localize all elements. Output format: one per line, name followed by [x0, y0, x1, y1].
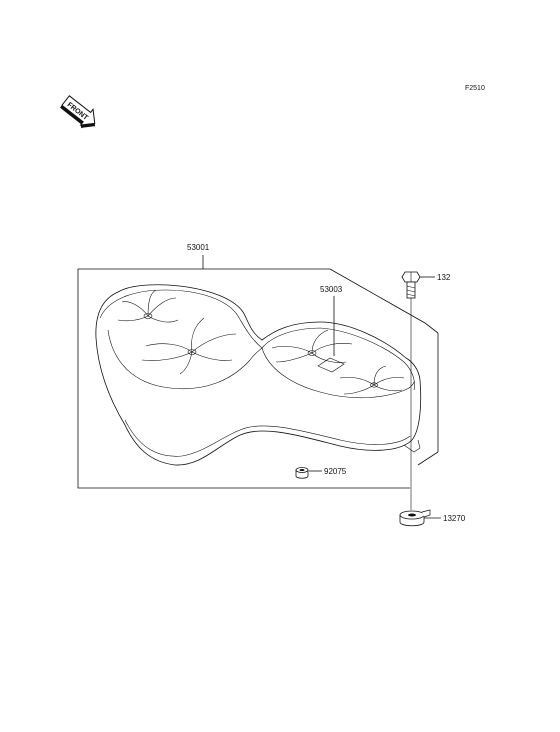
- assembly-frame: [77, 268, 439, 489]
- part-label-collar: 13270: [443, 514, 466, 523]
- tuft-rider-1: [117, 289, 179, 323]
- part-label-seat-label: 53003: [320, 285, 343, 294]
- tuft-rider-2: [141, 317, 237, 375]
- part-label-bolt: 132: [437, 273, 451, 282]
- label-sticker: [317, 357, 345, 373]
- seat-drawing: [95, 284, 422, 466]
- bolt-icon: [401, 271, 421, 299]
- tuft-passenger-1: [271, 329, 353, 363]
- collar-icon: [399, 509, 431, 527]
- rubber-damper-icon: [295, 467, 309, 479]
- figure-code: F2510: [465, 85, 485, 92]
- part-label-seat: 53001: [187, 243, 210, 252]
- front-direction-icon: FRONT: [60, 95, 96, 129]
- tuft-passenger-2: [339, 365, 405, 395]
- part-label-damper: 92075: [324, 467, 347, 476]
